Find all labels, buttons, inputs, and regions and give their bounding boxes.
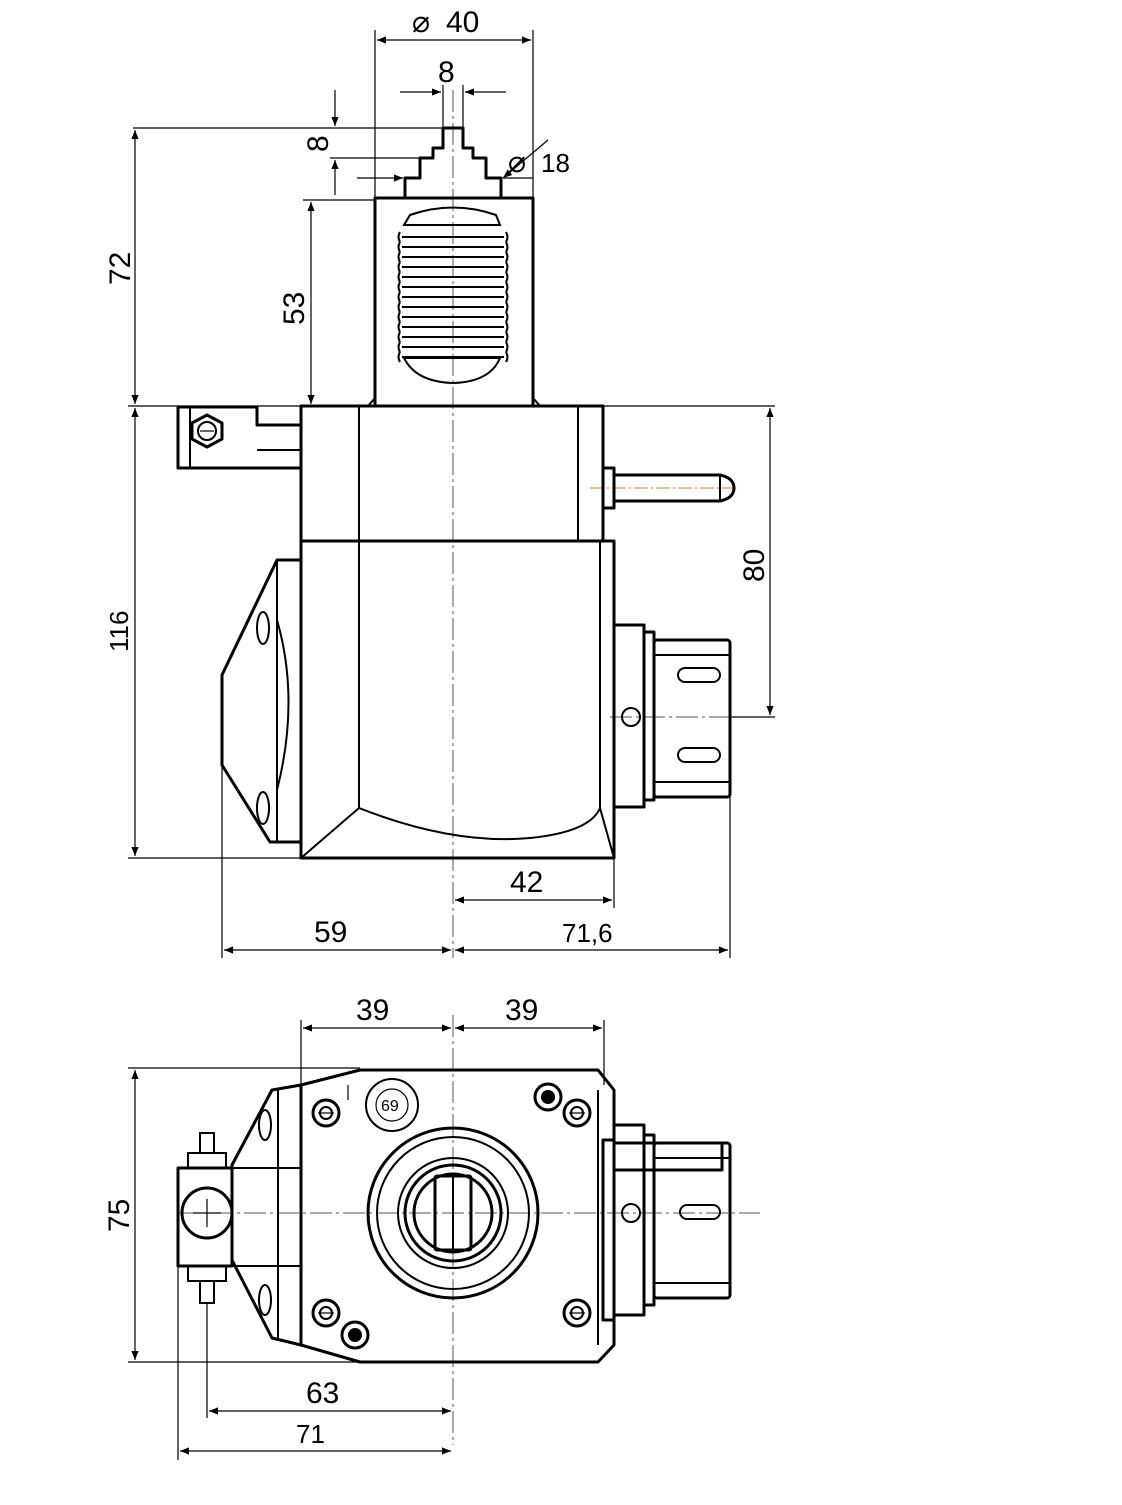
- spindle-bore: [366, 1126, 540, 1300]
- shank-cylinder: [367, 196, 541, 408]
- dim-offset-71: 71: [296, 1419, 325, 1449]
- thread-ridge: [397, 341, 509, 353]
- shank-thread: [397, 231, 509, 363]
- thread-ridge: [397, 241, 509, 253]
- top-view-dimensions: 39 39 75 63 71: [103, 994, 605, 1460]
- bracket-hex-nut: [190, 413, 224, 449]
- shank-marking: 69: [365, 1078, 419, 1132]
- dim-offset-63: 63: [306, 1377, 339, 1410]
- dim-tang-height: 8: [302, 135, 335, 152]
- dim-right-extent: 71,6: [562, 918, 613, 948]
- shank-tang: [403, 126, 503, 200]
- angle-head-body: [299, 404, 616, 860]
- thread-ridge: [397, 281, 509, 293]
- spindle-lock-hole: [621, 707, 641, 727]
- thread-ridge: [397, 271, 509, 283]
- top-right-collet: [601, 1123, 732, 1322]
- collet-slot: [677, 747, 721, 763]
- body-screws: [311, 1098, 592, 1328]
- dim-spindle-offset: 42: [510, 866, 543, 899]
- left-mounting-flange: [220, 558, 301, 844]
- socket-head-screw: [311, 1098, 341, 1128]
- thread-ridge: [397, 351, 509, 363]
- dim-tang-width: 8: [438, 56, 455, 89]
- flange-bolt-hole: [256, 791, 270, 825]
- dowel-pin: [340, 1320, 370, 1350]
- top-body: [299, 1068, 616, 1364]
- dim-body-height: 116: [104, 611, 134, 652]
- thread-ridge: [397, 291, 509, 303]
- dim-shank-diameter-symbol: ⌀: [412, 6, 430, 39]
- thread-ridge: [397, 231, 509, 243]
- dowel-pin: [533, 1082, 563, 1112]
- dim-pilot-diameter: 18: [541, 148, 570, 178]
- dim-pilot-diameter-symbol: ⌀: [508, 146, 526, 179]
- thread-ridge: [397, 311, 509, 323]
- dim-spindle-height: 80: [738, 549, 771, 582]
- top-clamp-block: [176, 1166, 234, 1268]
- collet-nut: [612, 623, 732, 809]
- socket-head-screw: [562, 1298, 592, 1328]
- dim-shank-length: 53: [278, 292, 311, 325]
- thread-ridge: [397, 301, 509, 313]
- thread-ridge: [397, 321, 509, 333]
- dim-half-width-left: 39: [356, 994, 389, 1027]
- clamp-bracket: [176, 405, 301, 470]
- dim-overall-top: 72: [104, 252, 137, 285]
- dim-top-depth: 75: [103, 1199, 136, 1232]
- top-left-bracket: [176, 1083, 302, 1347]
- thread-ridge: [397, 331, 509, 343]
- shank-marking-label: 69: [381, 1098, 399, 1115]
- dim-half-width-right: 39: [505, 994, 538, 1027]
- socket-head-screw: [562, 1098, 592, 1128]
- thread-ridge: [397, 261, 509, 273]
- collet-slot: [677, 667, 721, 683]
- socket-head-screw: [311, 1298, 341, 1328]
- thread-ridge: [397, 251, 509, 263]
- front-view-dimensions: ⌀ 40 8 8 ⌀ 18 72 53 116: [104, 6, 775, 958]
- flange-bolt-hole: [256, 611, 270, 645]
- top-view: 69: [176, 1015, 760, 1445]
- locating-pin: [601, 466, 736, 510]
- dim-shank-diameter: 40: [446, 6, 479, 39]
- dim-left-extent: 59: [314, 916, 347, 949]
- front-view: [176, 90, 760, 958]
